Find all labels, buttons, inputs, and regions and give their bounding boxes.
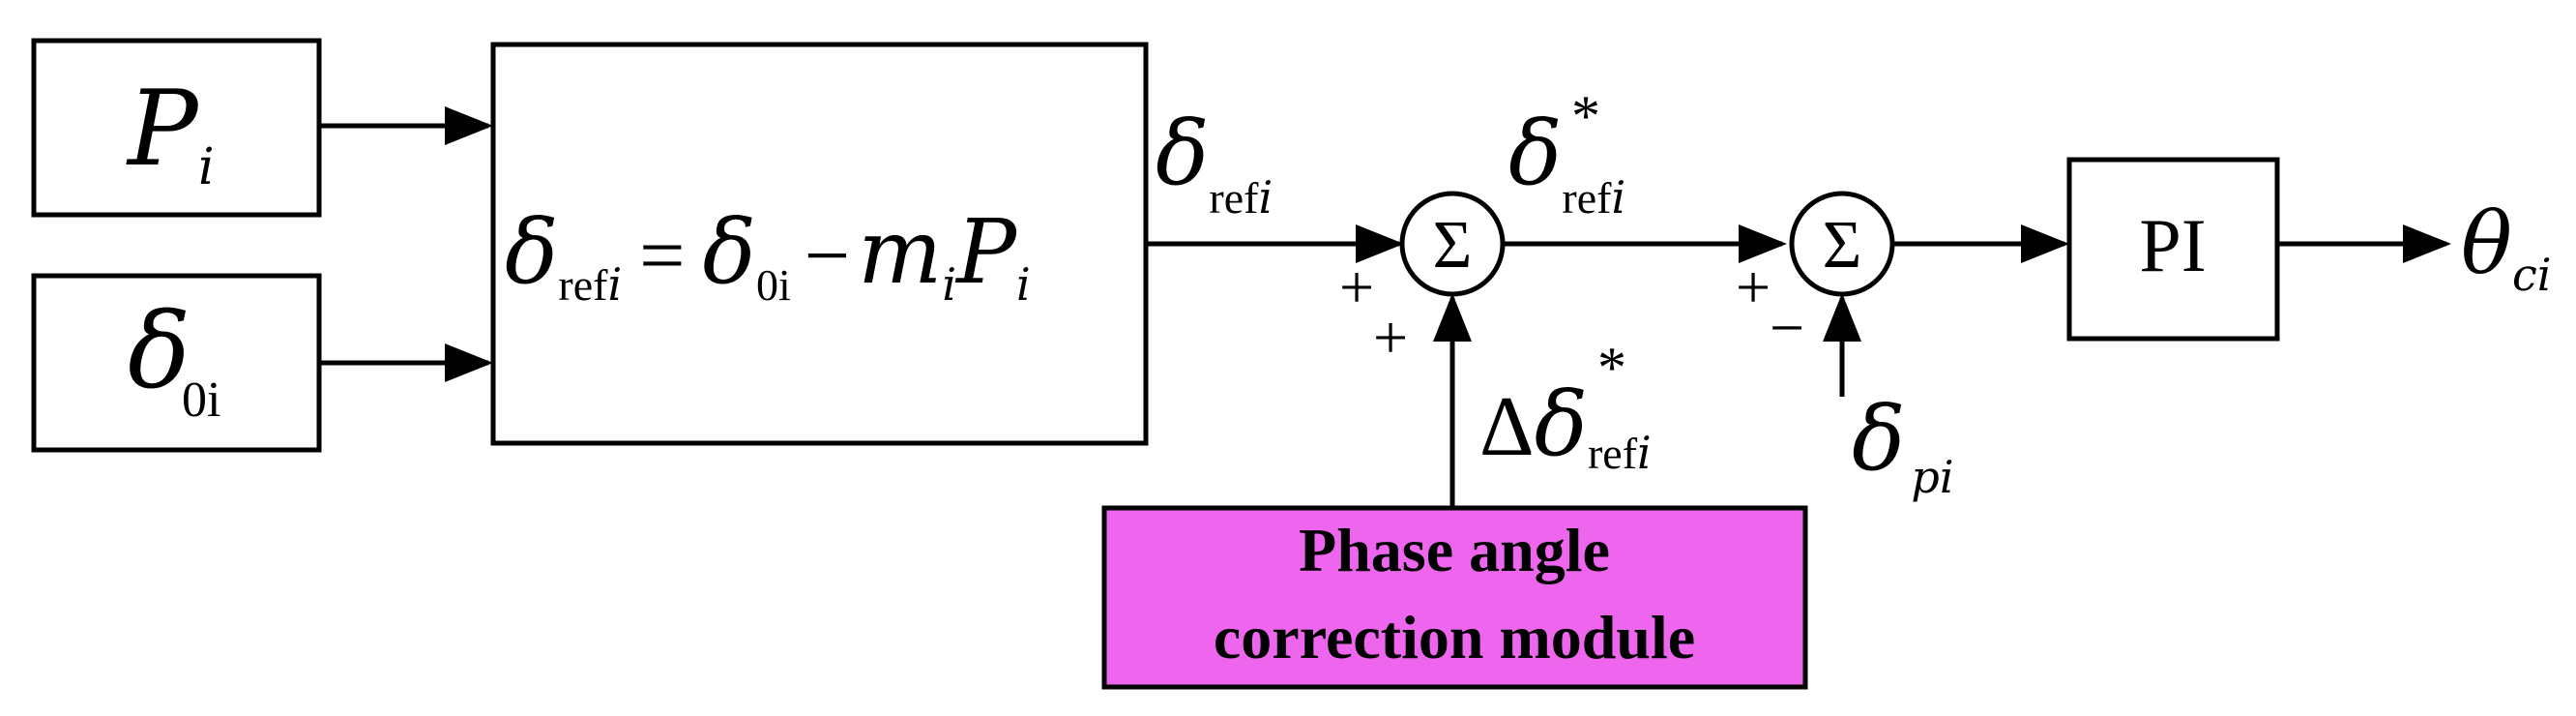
sum-symbol-1: Σ [1433, 208, 1473, 283]
module-box [1101, 505, 1808, 690]
power-subscript: i [198, 138, 215, 196]
nominal-delta-subscript: 0i [182, 373, 220, 428]
theta-output-label: θci [2461, 194, 2551, 301]
delta-ref-label: δrefi [1156, 102, 1273, 224]
phase-angle-correction-module: Phase angle correction module [1101, 505, 1808, 690]
sum-symbol-2: Σ [1823, 208, 1862, 283]
nominal-delta-symbol: δ [128, 291, 190, 412]
delta-correction-label: Δδrefi [1479, 373, 1652, 479]
summing-junction-1: Σ [1399, 191, 1506, 297]
delta-ref-star-label: δrefi [1508, 102, 1625, 224]
delta-correction-asterisk: * [1597, 336, 1626, 400]
power-symbol: P [126, 69, 200, 190]
sum1-bottom-sign: + [1373, 303, 1408, 372]
droop-equation-block: δrefi=δ0i−miPi [490, 42, 1149, 446]
power-input-block: P i [31, 38, 322, 218]
sum1-top-sign: + [1339, 253, 1374, 321]
pi-controller-block: PI [2066, 157, 2280, 342]
pi-label: PI [2139, 203, 2206, 287]
module-label-line1: Phase angle [1299, 516, 1610, 584]
nominal-angle-block: δ 0i [31, 273, 322, 453]
droop-equation: δrefi=δ0i−miPi [505, 200, 1031, 311]
sum2-top-sign: + [1736, 253, 1771, 321]
sum2-bottom-sign: − [1770, 293, 1804, 362]
summing-junction-2: Σ [1789, 191, 1895, 297]
delta-ref-star-asterisk: * [1571, 84, 1600, 148]
module-label-line2: correction module [1214, 603, 1695, 671]
